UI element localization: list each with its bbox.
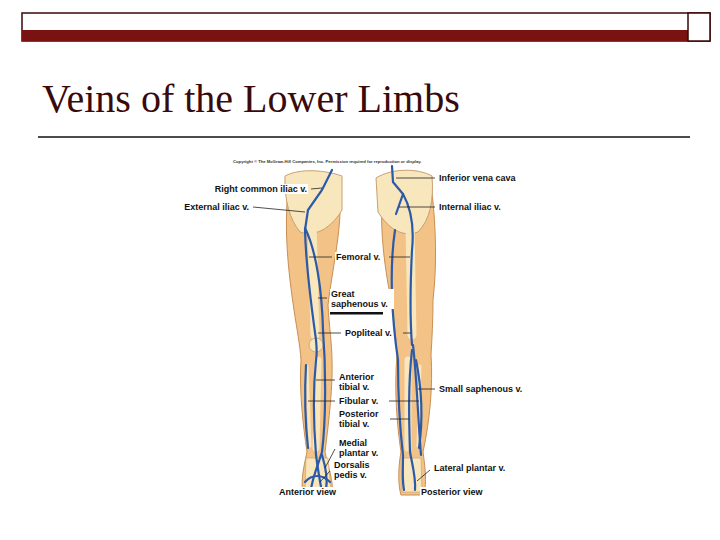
header-square	[688, 13, 710, 41]
veins	[305, 166, 421, 492]
view-caption: Anterior view	[278, 487, 337, 497]
vein-label: Fibular v.	[338, 396, 379, 406]
vein-label: Femoral v.	[335, 252, 381, 262]
title-rule	[38, 136, 690, 138]
vein-label: Lateral plantar v.	[433, 463, 506, 473]
vein-label: Posterior tibial v.	[338, 409, 386, 429]
vein-label: Dorsalis pedis v.	[333, 460, 377, 480]
vein-label: Inferior vena cava	[438, 173, 517, 183]
leader-line	[417, 470, 430, 481]
slide-title: Veins of the Lower Limbs	[42, 76, 460, 122]
leader-line	[320, 471, 330, 482]
leader-line	[390, 419, 409, 420]
leader-line	[308, 401, 335, 402]
vein	[322, 455, 327, 490]
vein-label: Internal iliac v.	[438, 202, 502, 212]
leader-line	[389, 257, 410, 258]
leader-line	[399, 207, 435, 208]
header-stripe	[22, 30, 688, 41]
vein-label: Right common iliac v.	[214, 184, 308, 194]
copyright-note: Copyright © The McGraw-Hill Companies, I…	[232, 159, 422, 164]
vein-label: Small saphenous v.	[438, 384, 523, 394]
vein-label: Great saphenous v.	[330, 289, 394, 309]
leader-line	[396, 178, 435, 179]
leader-line	[316, 380, 335, 381]
underline-bar	[330, 312, 383, 315]
leader-line	[311, 188, 322, 189]
vein	[305, 230, 317, 360]
leader-line	[418, 389, 435, 390]
header-bar	[22, 13, 710, 41]
anterior-leg	[285, 171, 342, 495]
leader-line	[403, 333, 411, 334]
leader-group	[253, 178, 435, 482]
leg-outline	[286, 190, 340, 495]
view-caption: Posterior view	[420, 487, 484, 497]
leader-line	[309, 257, 332, 258]
leader-line	[253, 207, 305, 212]
vein-label: Popliteal v.	[344, 328, 393, 338]
leg-outline	[382, 192, 436, 495]
vein	[413, 345, 421, 455]
vein-label: Anterior tibial v.	[338, 372, 384, 392]
leader-line	[318, 333, 341, 334]
leader-line	[389, 401, 419, 402]
vein	[305, 170, 332, 230]
vein	[305, 228, 325, 489]
vein	[305, 365, 308, 448]
vein	[392, 230, 404, 490]
hip-bone	[376, 170, 432, 234]
vein-label: External iliac v.	[183, 202, 250, 212]
leader-line	[318, 298, 327, 299]
vein	[305, 476, 330, 482]
vein	[403, 194, 413, 345]
vein-label: Medial plantar v.	[338, 438, 386, 458]
vein	[409, 350, 415, 490]
vein	[416, 360, 421, 448]
tibia-bone	[316, 360, 318, 448]
